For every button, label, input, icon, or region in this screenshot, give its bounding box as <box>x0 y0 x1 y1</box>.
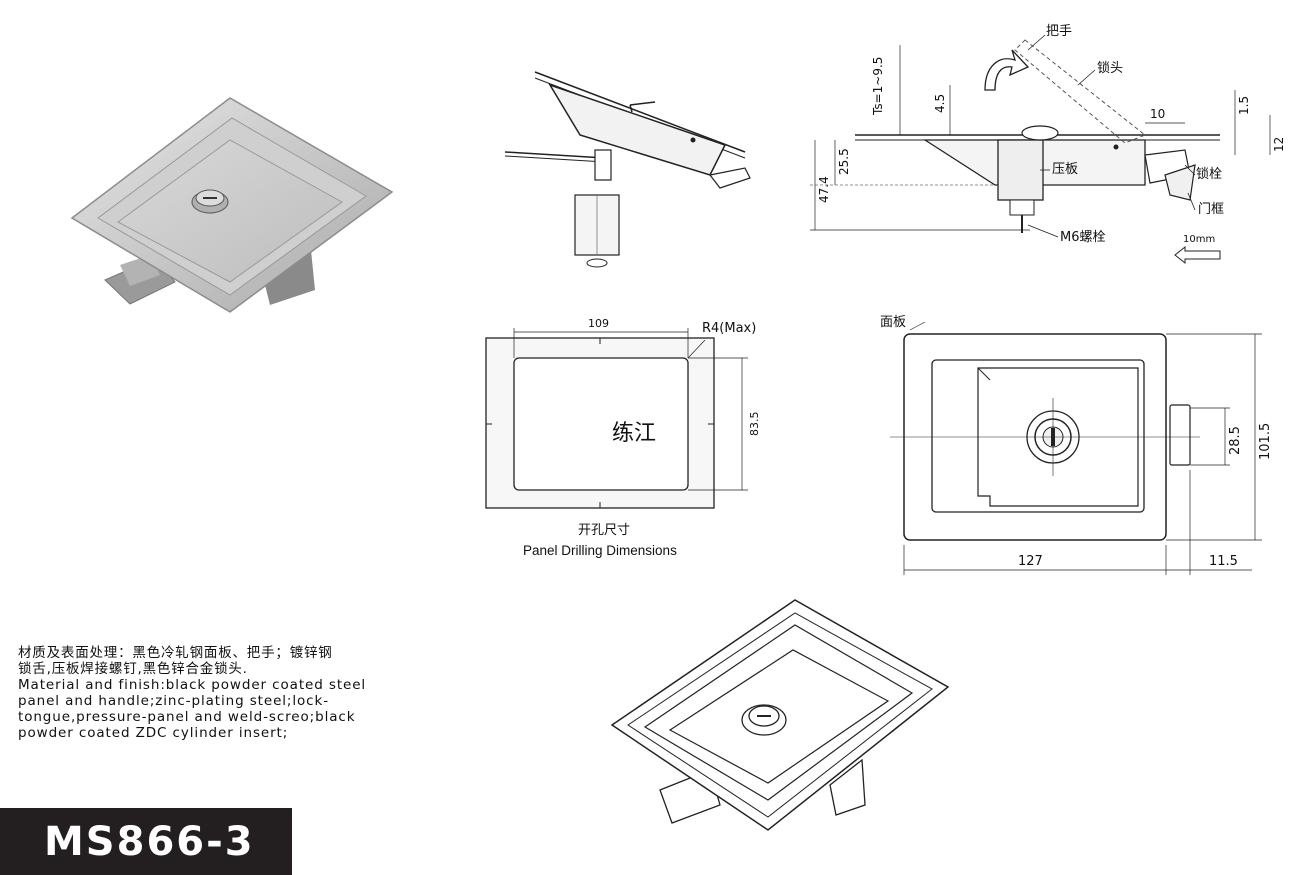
description-zh-line-2: 锁舌,压板焊接螺钉,黑色锌合金锁头. <box>18 661 248 677</box>
description-en-line-3: tongue,pressure-panel and weld-screo;bla… <box>18 709 356 725</box>
label-bolt: 锁栓 <box>1196 166 1222 182</box>
section-view: 把手 锁头 压板 锁栓 门框 M6螺栓 10mm Ts=1~9.5 4.5 25… <box>810 24 1286 265</box>
front-extension-dim: 11.5 <box>1209 554 1238 569</box>
cutout-height-dim: 83.5 <box>748 412 761 437</box>
latch-line-drawing <box>610 599 950 831</box>
cutout-watermark: 练江 <box>612 421 656 446</box>
dim-4-5: 4.5 <box>933 94 947 113</box>
front-height-dim: 101.5 <box>1258 423 1273 460</box>
description-en-line-1: Material and finish:black powder coated … <box>18 677 367 693</box>
material-description: 材质及表面处理：黑色冷轧钢面板、把手；镀锌钢 锁舌,压板焊接螺钉,黑色锌合金锁头… <box>18 645 438 741</box>
install-sketch <box>504 71 751 268</box>
latch-3d-render <box>70 97 394 313</box>
model-number-bar: MS866-3 <box>0 808 292 875</box>
cutout-width-dim: 109 <box>588 317 609 330</box>
model-number: MS866-3 <box>44 818 255 865</box>
label-travel: 10mm <box>1183 234 1215 245</box>
cutout-view: 109 R4(Max) 83.5 练江 开孔尺寸 Panel Drilling … <box>485 317 761 558</box>
dim-47-4: 47.4 <box>817 176 831 203</box>
label-screw: M6螺栓 <box>1060 230 1106 245</box>
description-en-line-4: powder coated ZDC cylinder insert; <box>18 725 289 741</box>
label-lock-head: 锁头 <box>1097 60 1123 76</box>
dim-10: 10 <box>1150 107 1165 121</box>
label-handle: 把手 <box>1046 24 1072 39</box>
front-offset-dim: 28.5 <box>1228 426 1243 455</box>
cutout-caption-en: Panel Drilling Dimensions <box>523 543 677 558</box>
dim-1-5: 1.5 <box>1237 96 1251 115</box>
dim-12: 12 <box>1272 137 1286 152</box>
label-pressure-plate: 压板 <box>1052 162 1078 177</box>
cutout-caption-zh: 开孔尺寸 <box>578 523 630 538</box>
dim-ts: Ts=1~9.5 <box>871 57 885 116</box>
front-width-dim: 127 <box>1018 554 1043 569</box>
front-view: 面板 127 11.5 28.5 101.5 <box>880 315 1273 575</box>
label-door-frame: 门框 <box>1198 202 1224 217</box>
description-zh-line-1: 材质及表面处理：黑色冷轧钢面板、把手；镀锌钢 <box>18 645 333 661</box>
dim-25-5: 25.5 <box>837 148 851 175</box>
description-en-line-2: panel and handle;zinc-plating steel;lock… <box>18 693 329 709</box>
front-panel-label: 面板 <box>880 315 906 330</box>
cutout-radius-dim: R4(Max) <box>702 321 756 336</box>
